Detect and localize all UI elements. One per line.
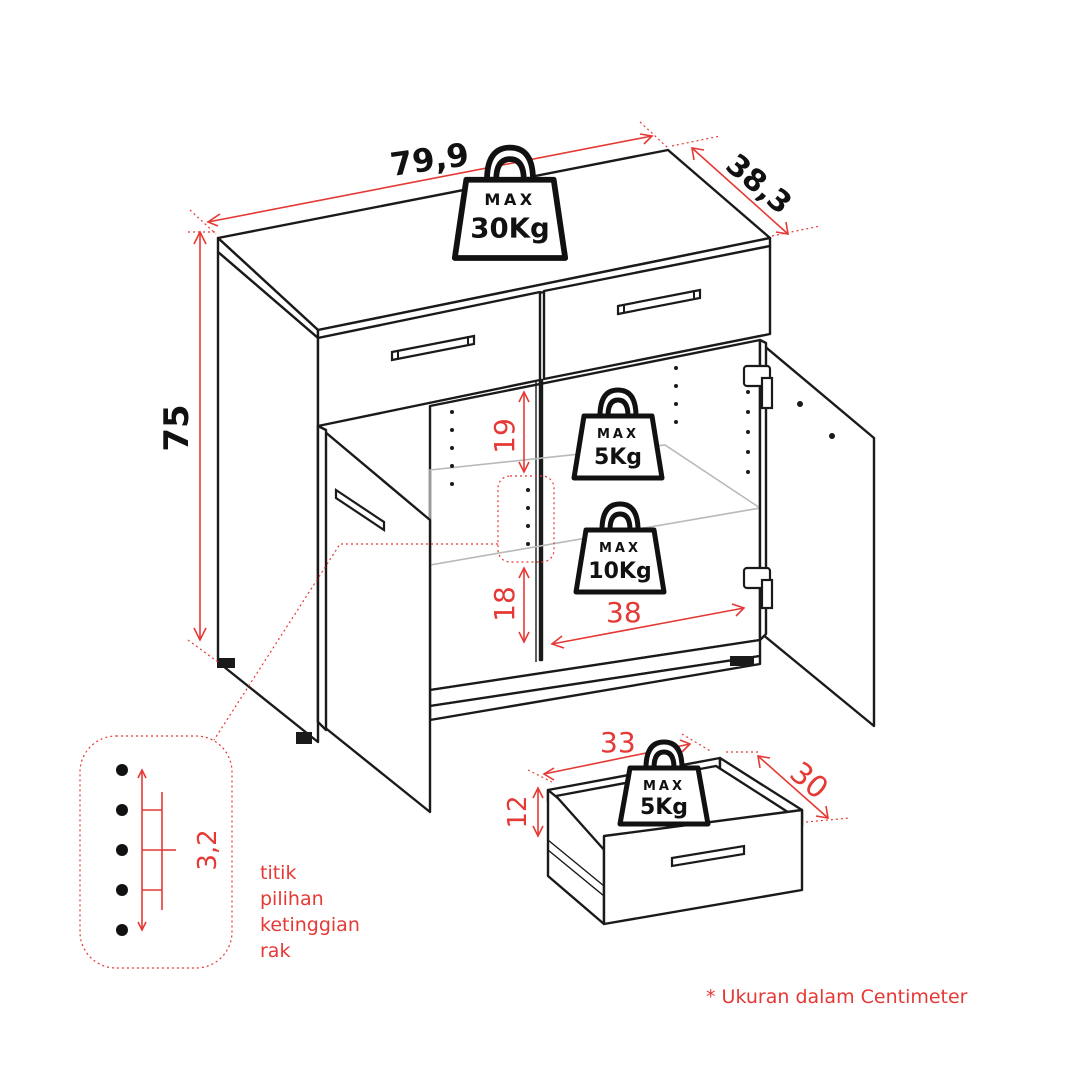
dim-inner-width: 38 (606, 596, 642, 629)
hinge-lower (742, 566, 774, 610)
shelf-points-line-1: titik (260, 862, 297, 884)
dim-drawer-width: 33 (600, 726, 636, 759)
svg-text:MAX: MAX (643, 779, 685, 794)
drawer-front (602, 808, 804, 926)
dim-drawer-depth: 30 (783, 755, 835, 806)
right-drawer-front (542, 244, 772, 381)
svg-text:MAX: MAX (597, 427, 639, 442)
shelf-points-line-2: pilihan (260, 888, 324, 910)
foot-left-back (217, 658, 235, 668)
foot-left-front (296, 732, 312, 744)
weight-icon-bottom: MAX 10Kg (573, 501, 667, 595)
weight-icon-shelf: MAX 5Kg (571, 387, 665, 481)
left-door-handle (334, 487, 386, 533)
shelf-points-label: titik pilihan ketinggian rak (260, 860, 360, 964)
drawer-handle (670, 844, 746, 868)
hinge-upper (742, 364, 774, 410)
left-door (316, 424, 432, 814)
cabinet (216, 148, 876, 926)
svg-text:5Kg: 5Kg (594, 445, 642, 470)
dim-width: 79,9 (388, 135, 471, 184)
left-door-edge (316, 424, 328, 732)
unit-note: * Ukuran dalam Centimeter (706, 986, 968, 1008)
left-drawer-handle (390, 334, 476, 362)
shelf-points-line-4: rak (260, 940, 291, 962)
shelf-hole-detail (79, 735, 233, 969)
svg-text:MAX: MAX (484, 190, 535, 209)
weight-icon-drawer: MAX 5Kg (617, 739, 711, 827)
svg-text:30Kg: 30Kg (470, 211, 550, 244)
svg-text:10Kg: 10Kg (588, 559, 651, 584)
dim-drawer-height: 12 (503, 795, 533, 828)
dim-shelf-lower: 18 (488, 586, 521, 622)
cabinet-left-side (216, 250, 320, 744)
right-drawer-handle (616, 288, 702, 316)
middle-divider (538, 378, 544, 662)
dim-hole-spacing: 3,2 (193, 829, 223, 870)
svg-text:5Kg: 5Kg (640, 795, 688, 820)
foot-right-back (730, 656, 754, 666)
dim-height: 75 (157, 404, 197, 451)
right-door (760, 342, 876, 728)
weight-icon-top: MAX 30Kg (451, 144, 569, 261)
dim-shelf-upper: 19 (488, 418, 521, 454)
shelf-points-line-3: ketinggian (260, 914, 360, 936)
right-door-edge (758, 338, 768, 642)
svg-text:MAX: MAX (599, 541, 641, 556)
